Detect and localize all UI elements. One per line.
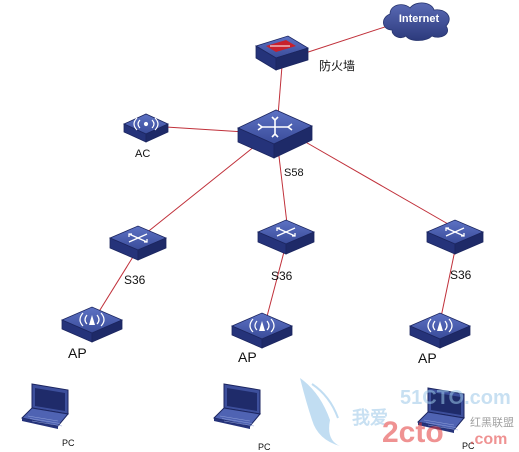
link-core-switch2 [277, 147, 289, 233]
firewall-icon [255, 35, 309, 71]
switch-label: S36 [271, 269, 293, 283]
switch-label: S36 [450, 268, 472, 282]
firewall-label: 防火墙 [319, 58, 355, 73]
watermark-text-5: .com [470, 431, 507, 448]
watermark: 51CTO.com 我爱 2cto 红黑联盟 .com [300, 378, 514, 449]
access-switch-icon [108, 225, 168, 261]
watermark-text-3: 2cto [382, 416, 444, 449]
switch-label: S36 [124, 273, 146, 287]
access-point-icon [60, 306, 124, 343]
link-switch2-ap2 [264, 247, 286, 325]
link-core-switch3 [301, 139, 456, 229]
internet-cloud-icon: Internet [383, 2, 450, 41]
access-switch-icon [425, 219, 485, 255]
ap-label: AP [238, 349, 257, 365]
core-switch-icon [237, 109, 313, 159]
internet-label: Internet [399, 13, 440, 25]
laptop-icon [213, 383, 261, 429]
access-switch-icon [256, 219, 316, 255]
pc-label: PC [462, 441, 475, 451]
access-point-icon [230, 312, 294, 349]
ac-controller-icon [123, 113, 169, 143]
link-core-switch1 [139, 145, 256, 239]
watermark-text-4: 红黑联盟 [470, 416, 514, 429]
ap-label: AP [68, 345, 87, 361]
laptop-icon [21, 383, 69, 429]
watermark-text-1: 51CTO.com [400, 387, 511, 409]
access-point-icon [408, 312, 472, 349]
watermark-text-2: 我爱 [352, 408, 388, 429]
ap-label: AP [418, 350, 437, 366]
watermark-wing-icon [300, 378, 340, 446]
ac-label: AC [135, 148, 150, 160]
pc-label: PC [258, 442, 271, 452]
pc-label: PC [62, 438, 75, 448]
link-switch3-ap3 [439, 249, 456, 323]
laptop-icon [417, 387, 465, 433]
link-switch1-ap1 [94, 251, 137, 319]
core-label: S58 [284, 167, 304, 179]
